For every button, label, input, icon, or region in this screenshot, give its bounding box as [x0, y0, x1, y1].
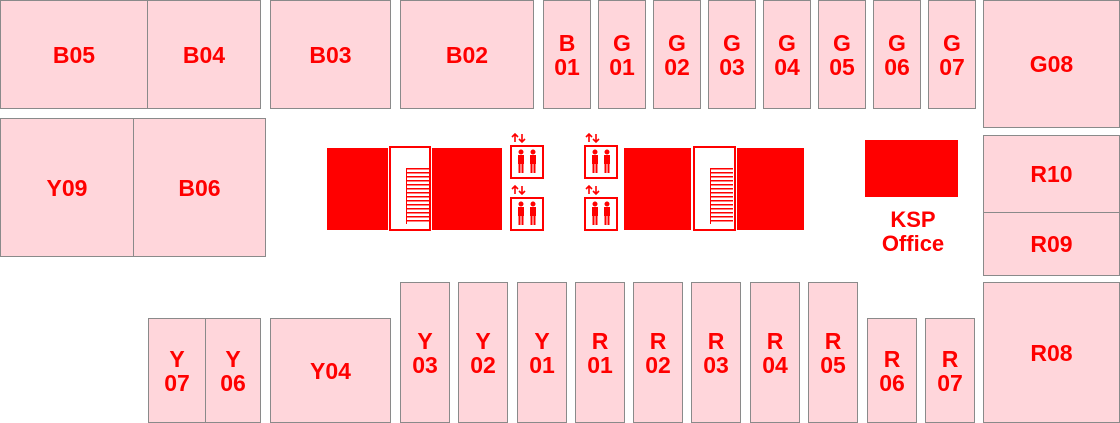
elevator-icon [584, 132, 618, 179]
booth-g08[interactable]: G08 [983, 0, 1120, 128]
booth-g02[interactable]: G 02 [653, 0, 701, 109]
booth-g01[interactable]: G 01 [598, 0, 646, 109]
booth-y06[interactable]: Y 06 [205, 318, 261, 423]
booth-g06[interactable]: G 06 [873, 0, 921, 109]
booth-g03[interactable]: G 03 [708, 0, 756, 109]
booth-r08[interactable]: R08 [983, 282, 1120, 423]
booth-y04[interactable]: Y04 [270, 318, 391, 423]
booth-r09[interactable]: R09 [983, 212, 1120, 276]
booth-r02[interactable]: R 02 [633, 282, 683, 423]
service-room [737, 148, 804, 230]
booth-b04[interactable]: B04 [147, 0, 261, 109]
booth-y07[interactable]: Y 07 [148, 318, 206, 423]
booth-g05[interactable]: G 05 [818, 0, 866, 109]
stairs-icon [693, 146, 736, 231]
elevator-icon [510, 184, 544, 231]
service-room [432, 148, 502, 230]
booth-b03[interactable]: B03 [270, 0, 391, 109]
service-room [624, 148, 691, 230]
booth-r03[interactable]: R 03 [691, 282, 741, 423]
service-room [327, 148, 388, 230]
elevator-icon [510, 132, 544, 179]
booth-y02[interactable]: Y 02 [458, 282, 508, 423]
booth-r10[interactable]: R10 [983, 135, 1120, 213]
booth-r05[interactable]: R 05 [808, 282, 858, 423]
stairs-icon [389, 146, 431, 231]
booth-y09[interactable]: Y09 [0, 118, 134, 257]
booth-g04[interactable]: G 04 [763, 0, 811, 109]
booth-r01[interactable]: R 01 [575, 282, 625, 423]
booth-y03[interactable]: Y 03 [400, 282, 450, 423]
booth-b01[interactable]: B 01 [543, 0, 591, 109]
ksp-office-block[interactable] [865, 140, 958, 197]
booth-y01[interactable]: Y 01 [517, 282, 567, 423]
ksp-office-label: KSP Office [881, 207, 945, 256]
booth-b02[interactable]: B02 [400, 0, 534, 109]
booth-g07[interactable]: G 07 [928, 0, 976, 109]
booth-b06[interactable]: B06 [133, 118, 266, 257]
booth-r06[interactable]: R 06 [867, 318, 917, 423]
booth-r07[interactable]: R 07 [925, 318, 975, 423]
booth-r04[interactable]: R 04 [750, 282, 800, 423]
elevator-icon [584, 184, 618, 231]
booth-b05[interactable]: B05 [0, 0, 148, 109]
